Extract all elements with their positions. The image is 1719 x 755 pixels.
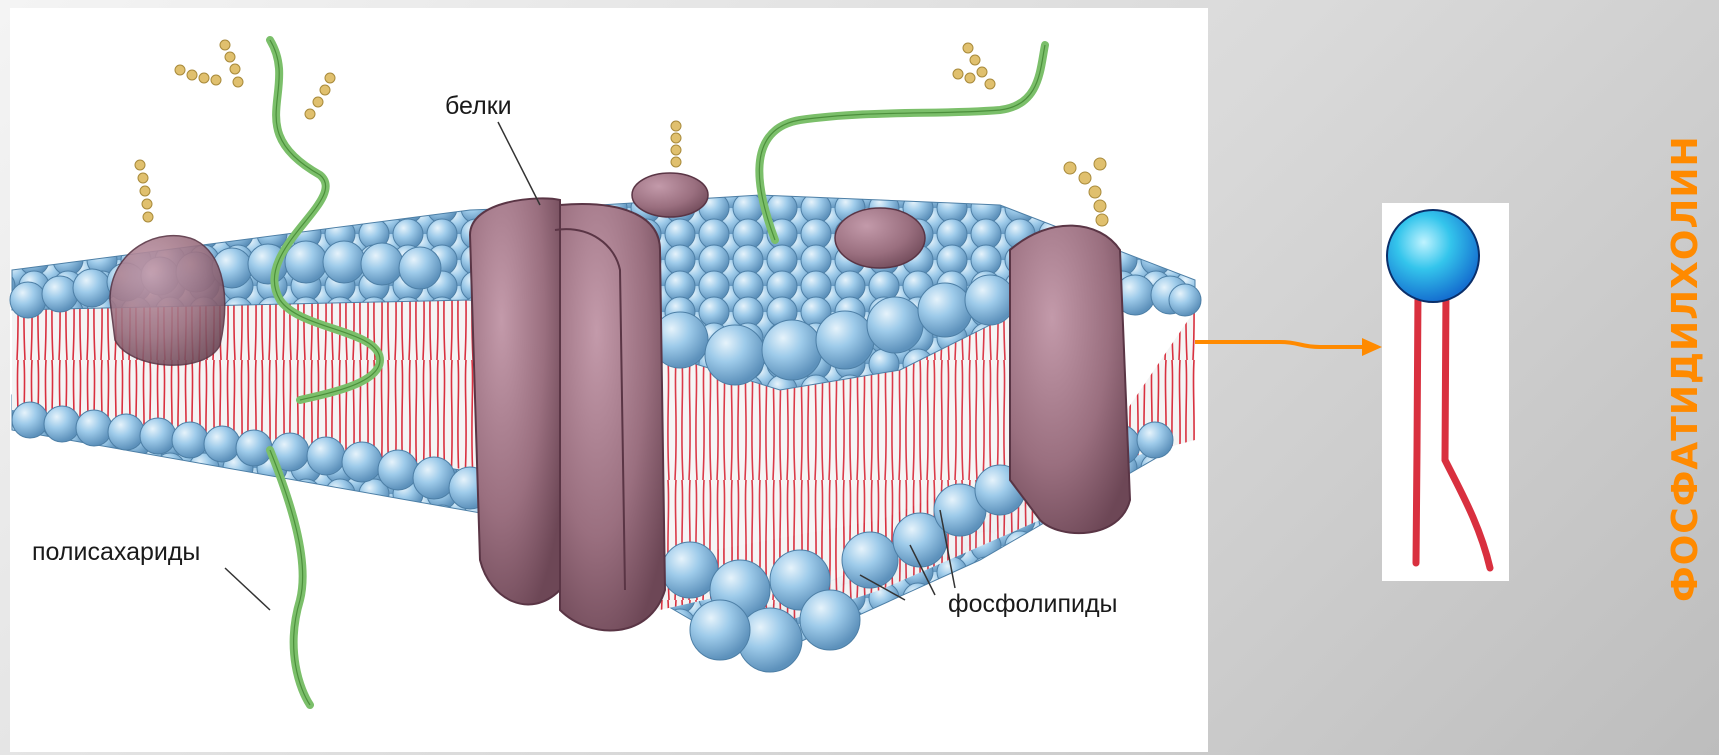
polar-head bbox=[1387, 210, 1479, 302]
protein-right bbox=[1010, 226, 1130, 534]
proteins-label: белки bbox=[445, 92, 512, 120]
polysaccharides-label: полисахариды bbox=[32, 538, 200, 566]
side-title: ФОСФАТИДИЛХОЛИН bbox=[1665, 135, 1706, 602]
phosphatidylcholine-inset bbox=[1382, 203, 1509, 581]
tail-left bbox=[1416, 290, 1418, 563]
protein-large-channel bbox=[470, 198, 665, 630]
protein-left-dome bbox=[110, 236, 225, 365]
pointer-arrow bbox=[1195, 338, 1382, 356]
phospholipids-label: фосфолипиды bbox=[948, 590, 1118, 618]
